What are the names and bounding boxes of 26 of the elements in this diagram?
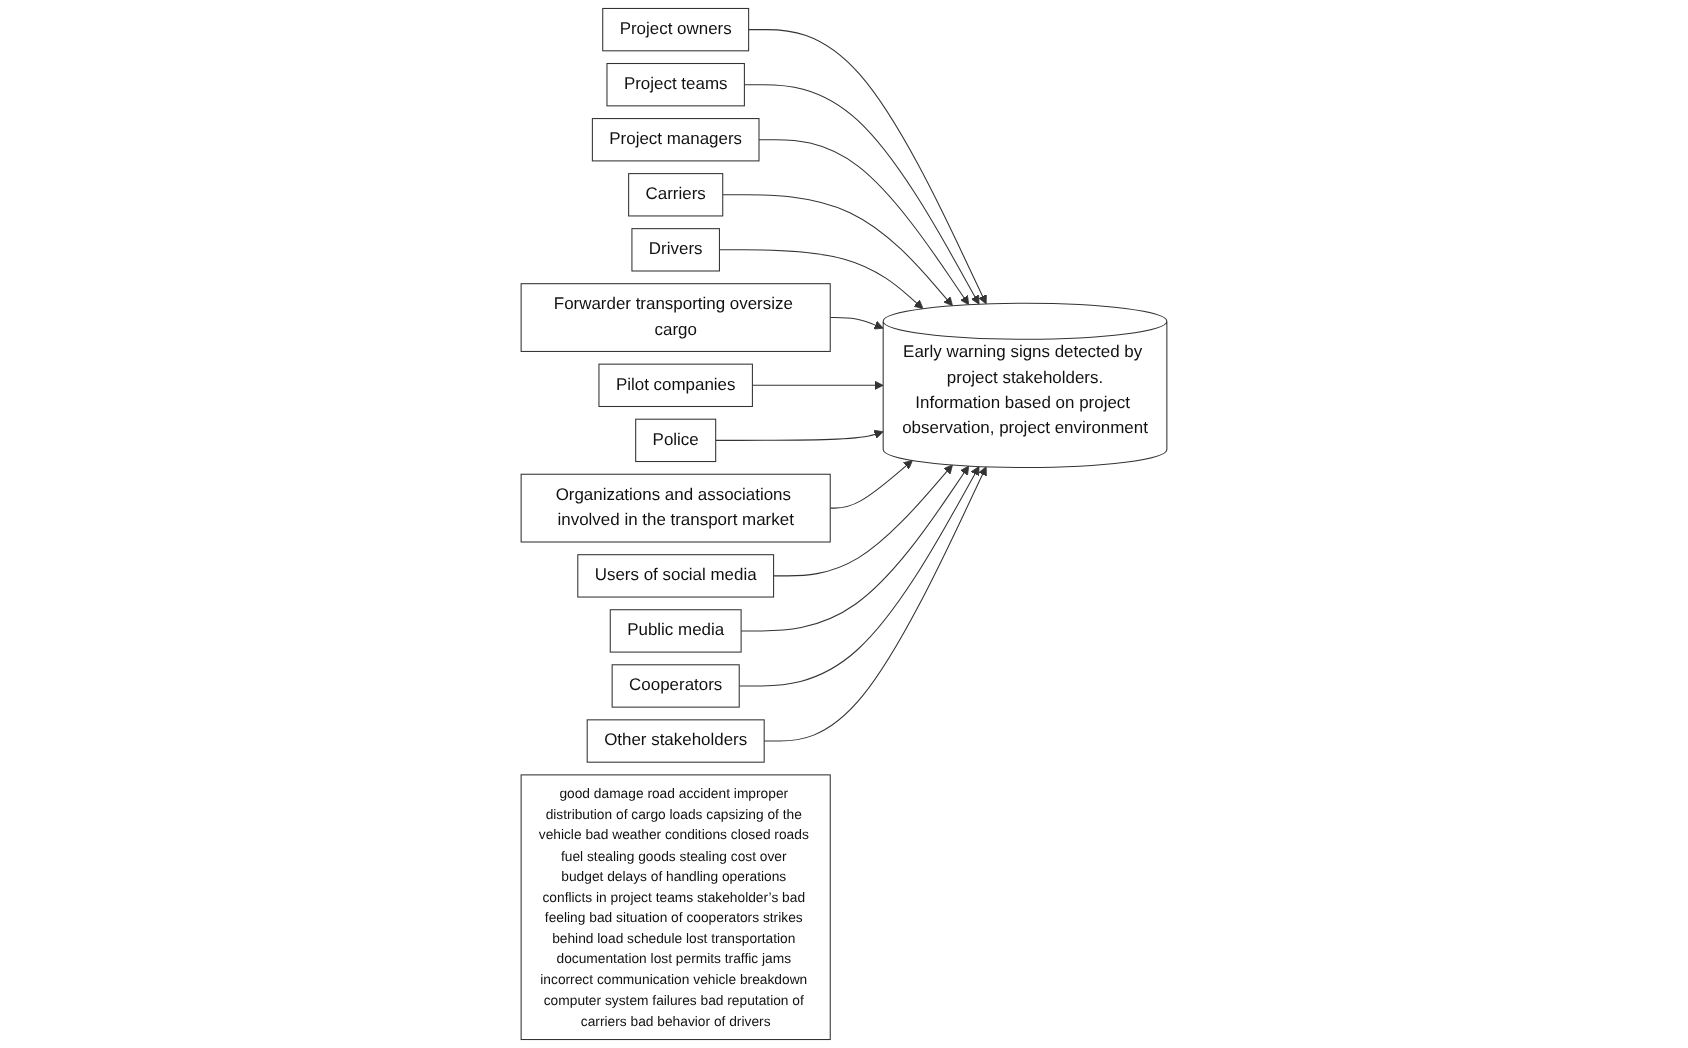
node-box: Cooperators — [611, 664, 740, 708]
node-box: Other stakeholders — [586, 719, 765, 763]
arrow — [763, 466, 987, 742]
node-box: Pilot companies — [598, 363, 753, 408]
arrow — [758, 139, 970, 306]
node-box: Police — [635, 418, 717, 463]
node-box: Project managers — [591, 118, 760, 162]
arrow — [722, 194, 953, 307]
node-box: Users of social media — [577, 554, 775, 598]
arrow — [738, 466, 980, 687]
arrow — [740, 465, 970, 632]
arrow — [829, 317, 884, 330]
arrow — [718, 249, 924, 310]
node-box: Drivers — [631, 228, 720, 272]
node-box: Public media — [609, 609, 742, 653]
arrow — [751, 380, 884, 390]
arrow — [773, 464, 953, 577]
arrow — [829, 459, 913, 509]
node-box: Carriers — [628, 173, 724, 217]
arrow — [715, 429, 884, 441]
node-box: Project teams — [606, 63, 745, 107]
arrow — [748, 29, 987, 305]
node-box: Organizations and associations involved in the transport market — [520, 473, 831, 543]
arrow — [743, 84, 980, 305]
node-box: Forwarder transporting oversize cargo — [520, 283, 831, 352]
node-box: Project owners — [602, 7, 750, 52]
